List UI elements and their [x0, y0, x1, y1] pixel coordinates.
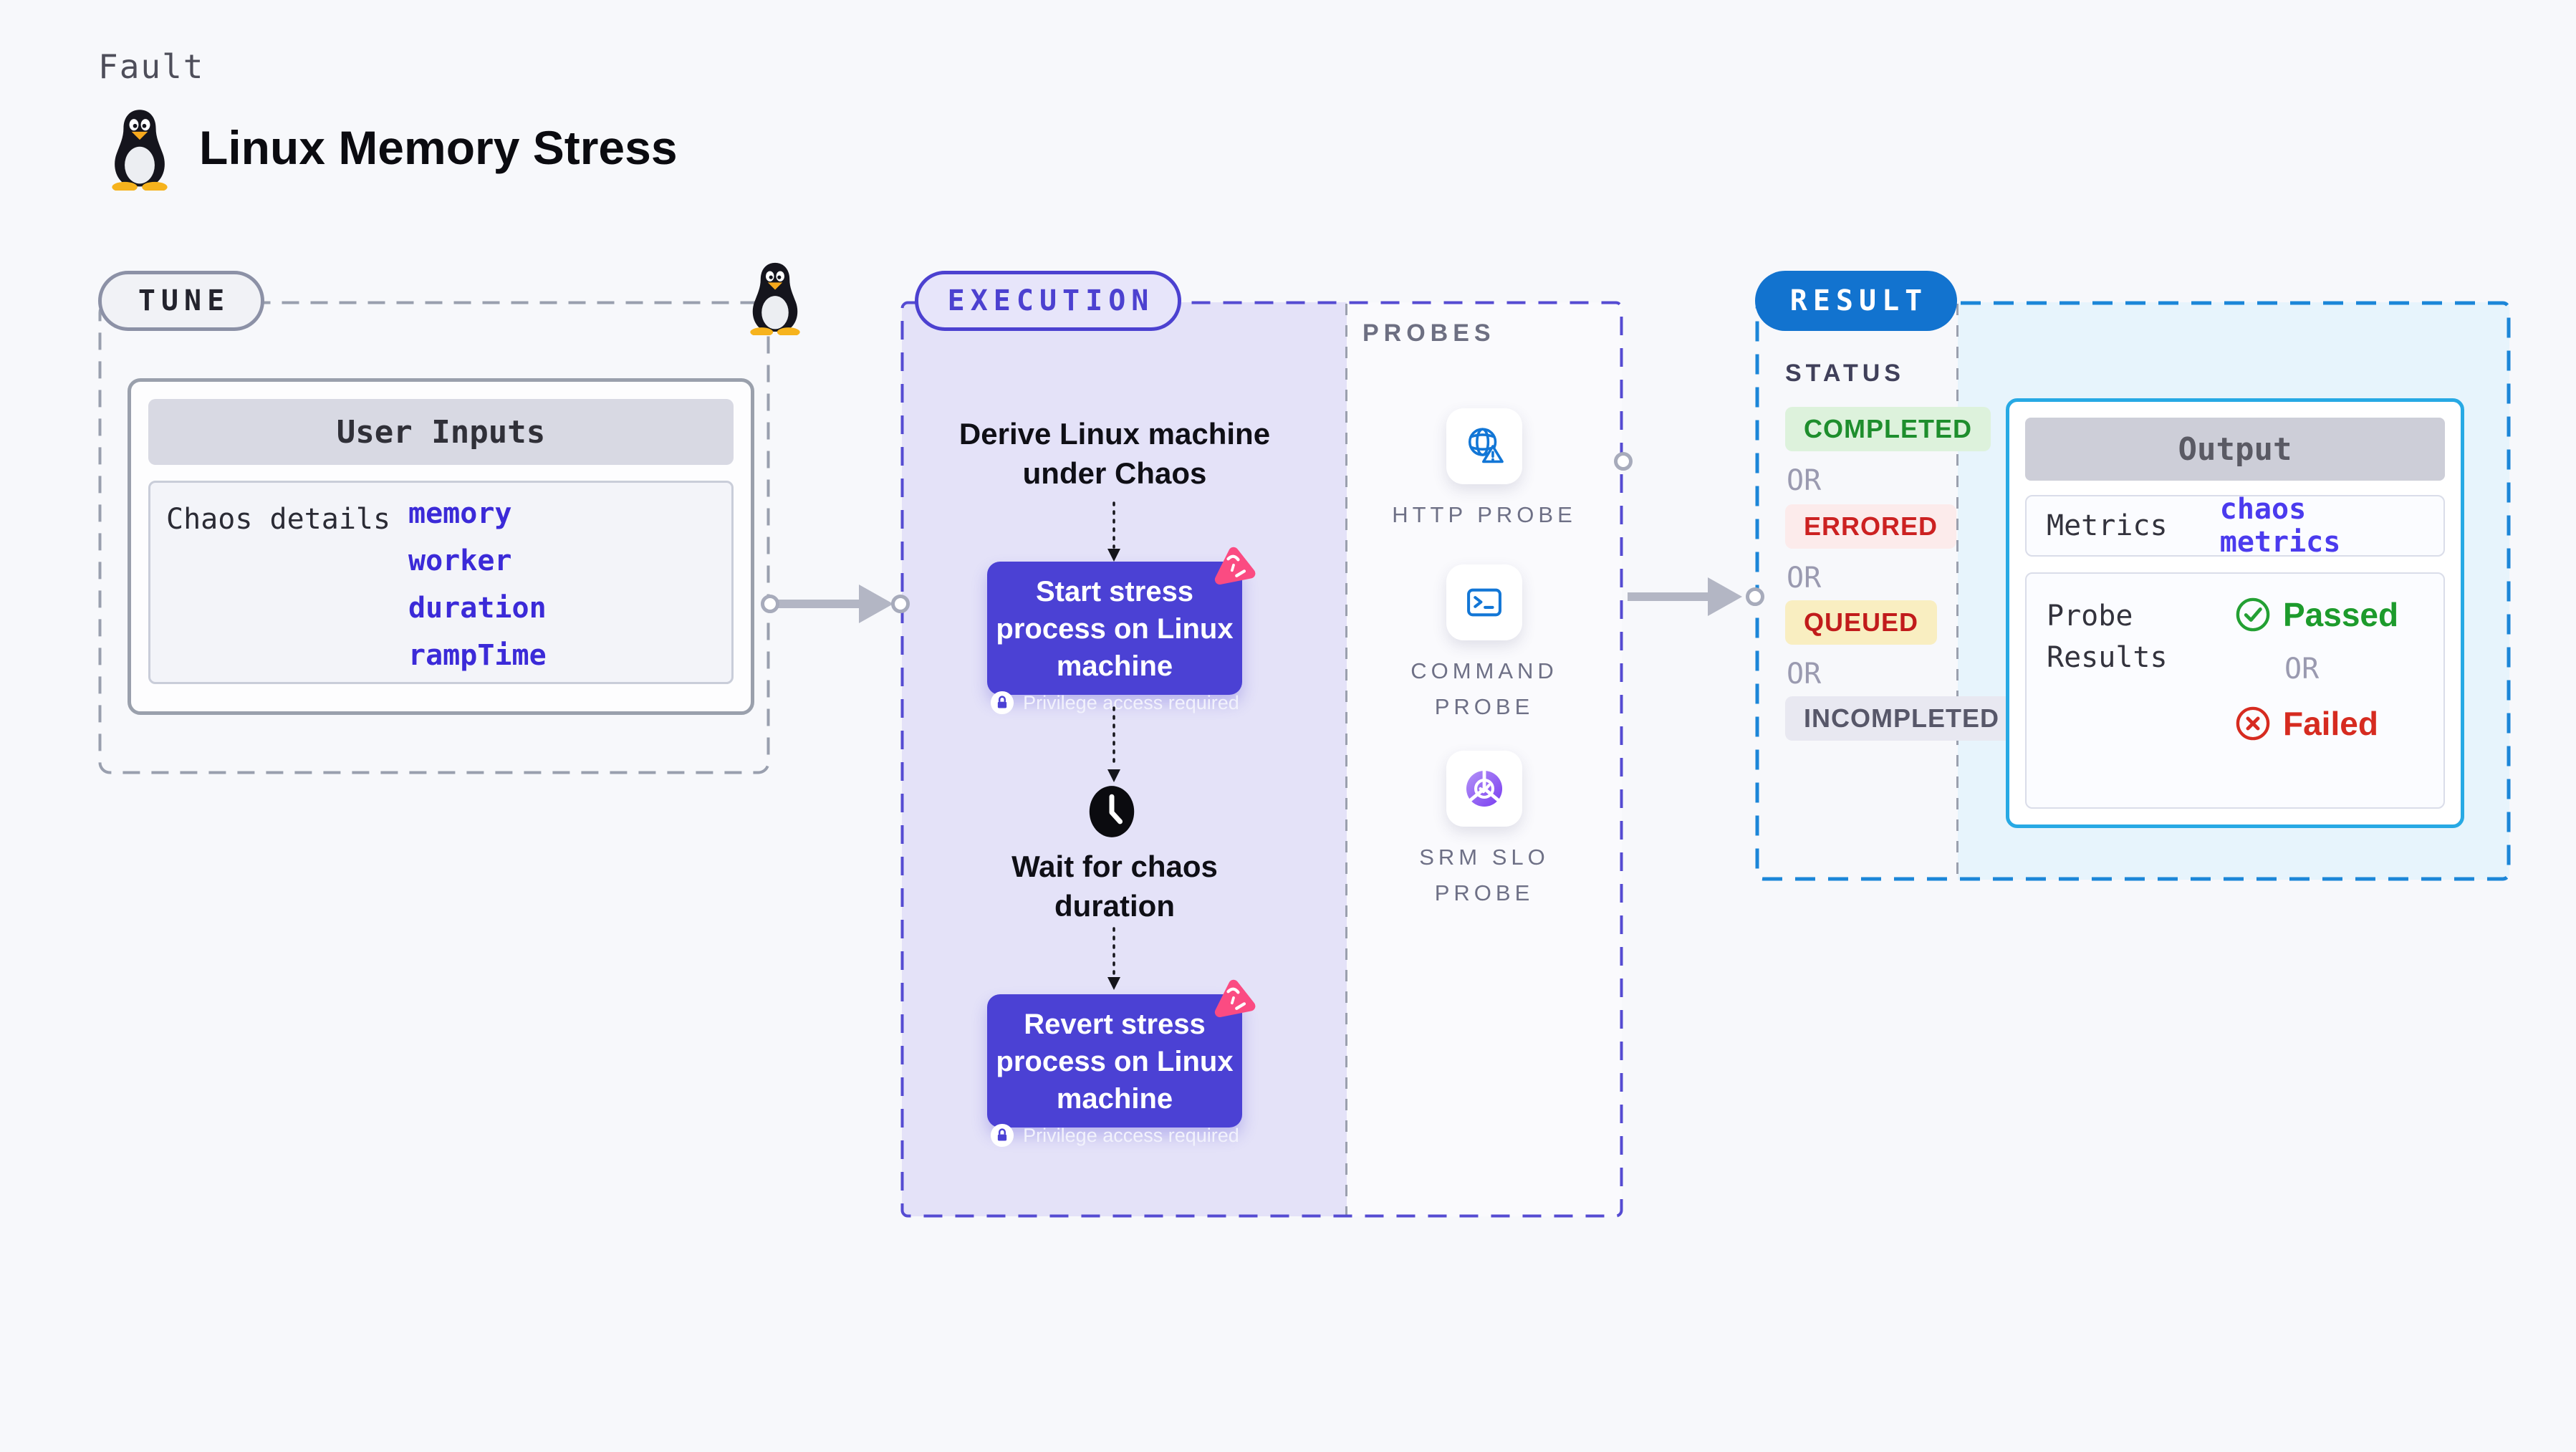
- dotted-arrow-down: [1107, 706, 1120, 782]
- connector-dot: [761, 595, 779, 613]
- status-badge-queued: QUEUED: [1785, 600, 1938, 645]
- status-or: OR: [1787, 658, 1822, 691]
- metrics-label: Metrics: [2047, 509, 2168, 542]
- probe-name-srm-slo: SRM SLO PROBE: [1419, 845, 1549, 905]
- node-revert-stress: Revert stress process on Linux machine P…: [987, 979, 1256, 1148]
- node-note-text: Privilege access required: [1023, 1124, 1239, 1146]
- status-badge-errored: ERRORED: [1785, 504, 1957, 549]
- probe-name-command: COMMAND PROBE: [1410, 658, 1558, 719]
- connector-dot: [1614, 452, 1633, 471]
- input-link-duration[interactable]: duration: [408, 592, 547, 625]
- probe-card-http: [1446, 408, 1522, 484]
- tux-penguin-icon: [750, 262, 800, 335]
- terminal-icon: [1467, 588, 1501, 617]
- metrics-link[interactable]: chaos metrics: [2219, 493, 2341, 559]
- tux-penguin-icon: [112, 110, 168, 191]
- input-link-ramptime[interactable]: rampTime: [408, 639, 547, 672]
- execution-section-label: EXECUTION: [915, 271, 1181, 331]
- probes-divider: [1345, 304, 1347, 1215]
- page-title: Linux Memory Stress: [199, 121, 678, 174]
- chaos-experiment-icon: [1214, 979, 1256, 1017]
- verdict-passed: Passed: [2283, 596, 2399, 633]
- user-inputs-body: Chaos details memory worker duration ram…: [148, 481, 734, 684]
- probes-heading: PROBES: [1363, 319, 1496, 347]
- connector-dot: [891, 595, 910, 613]
- node-wait-text: Wait for chaos duration: [1011, 850, 1218, 923]
- node-start-stress: Start stress process on Linux machine Pr…: [987, 547, 1256, 715]
- execution-section-border: [900, 301, 1623, 1218]
- clock-icon: [1089, 786, 1135, 837]
- chaos-experiment-icon: [1214, 547, 1256, 585]
- arrow-tune-to-execution: [777, 600, 860, 608]
- arrow-head: [859, 585, 893, 623]
- verdict-failed: Failed: [2283, 705, 2378, 742]
- lock-icon: [991, 1123, 1014, 1148]
- node-note-text: Privilege access required: [1023, 691, 1239, 713]
- status-badge-completed: COMPLETED: [1785, 407, 1991, 451]
- lock-icon: [991, 691, 1014, 715]
- result-divider: [1956, 304, 1959, 878]
- tune-section-label: TUNE: [98, 271, 264, 331]
- output-card: Output Metrics chaos metrics Probe Resul…: [2006, 398, 2464, 828]
- user-inputs-card: User Inputs Chaos details memory worker …: [128, 378, 754, 715]
- probe-name-http: HTTP PROBE: [1392, 502, 1577, 527]
- flow-entry-text: Derive Linux machine under Chaos: [958, 417, 1271, 491]
- probe-results-label: Probe Results: [2047, 600, 2168, 674]
- status-badge-incompleted: INCOMPLETED: [1785, 696, 2019, 741]
- probe-card-command: [1446, 564, 1522, 640]
- chaos-details-label: Chaos details: [166, 503, 391, 536]
- check-circle-icon: [2236, 597, 2270, 632]
- node-title: Revert stress process on Linux machine: [996, 1009, 1234, 1115]
- x-circle-icon: [2236, 706, 2270, 741]
- status-or: OR: [1787, 562, 1822, 595]
- verdict-or: OR: [2284, 653, 2320, 686]
- arrow-execution-to-result: [1628, 592, 1709, 601]
- arrow-head: [1708, 577, 1742, 616]
- tune-section-border: [98, 301, 770, 774]
- metrics-row: Metrics chaos metrics: [2025, 493, 2445, 559]
- status-or: OR: [1787, 464, 1822, 497]
- input-link-worker[interactable]: worker: [408, 544, 512, 577]
- probe-card-srm-slo: [1446, 751, 1522, 827]
- result-section-label: RESULT: [1755, 271, 1957, 331]
- slo-gauge-icon: [1466, 769, 1503, 807]
- connector-dot: [1746, 587, 1764, 606]
- globe-alert-icon: [1468, 428, 1504, 463]
- user-inputs-title: User Inputs: [148, 399, 734, 465]
- input-link-memory[interactable]: memory: [408, 497, 512, 530]
- node-title: Start stress process on Linux machine: [996, 576, 1234, 682]
- output-title: Output: [2025, 418, 2445, 481]
- status-heading: STATUS: [1785, 360, 1905, 387]
- dotted-arrow-down: [1107, 927, 1120, 990]
- probe-results-row: Probe Results Passed OR Failed: [2025, 572, 2445, 809]
- dotted-arrow-down: [1107, 501, 1120, 562]
- fault-eyebrow: Fault: [98, 47, 205, 86]
